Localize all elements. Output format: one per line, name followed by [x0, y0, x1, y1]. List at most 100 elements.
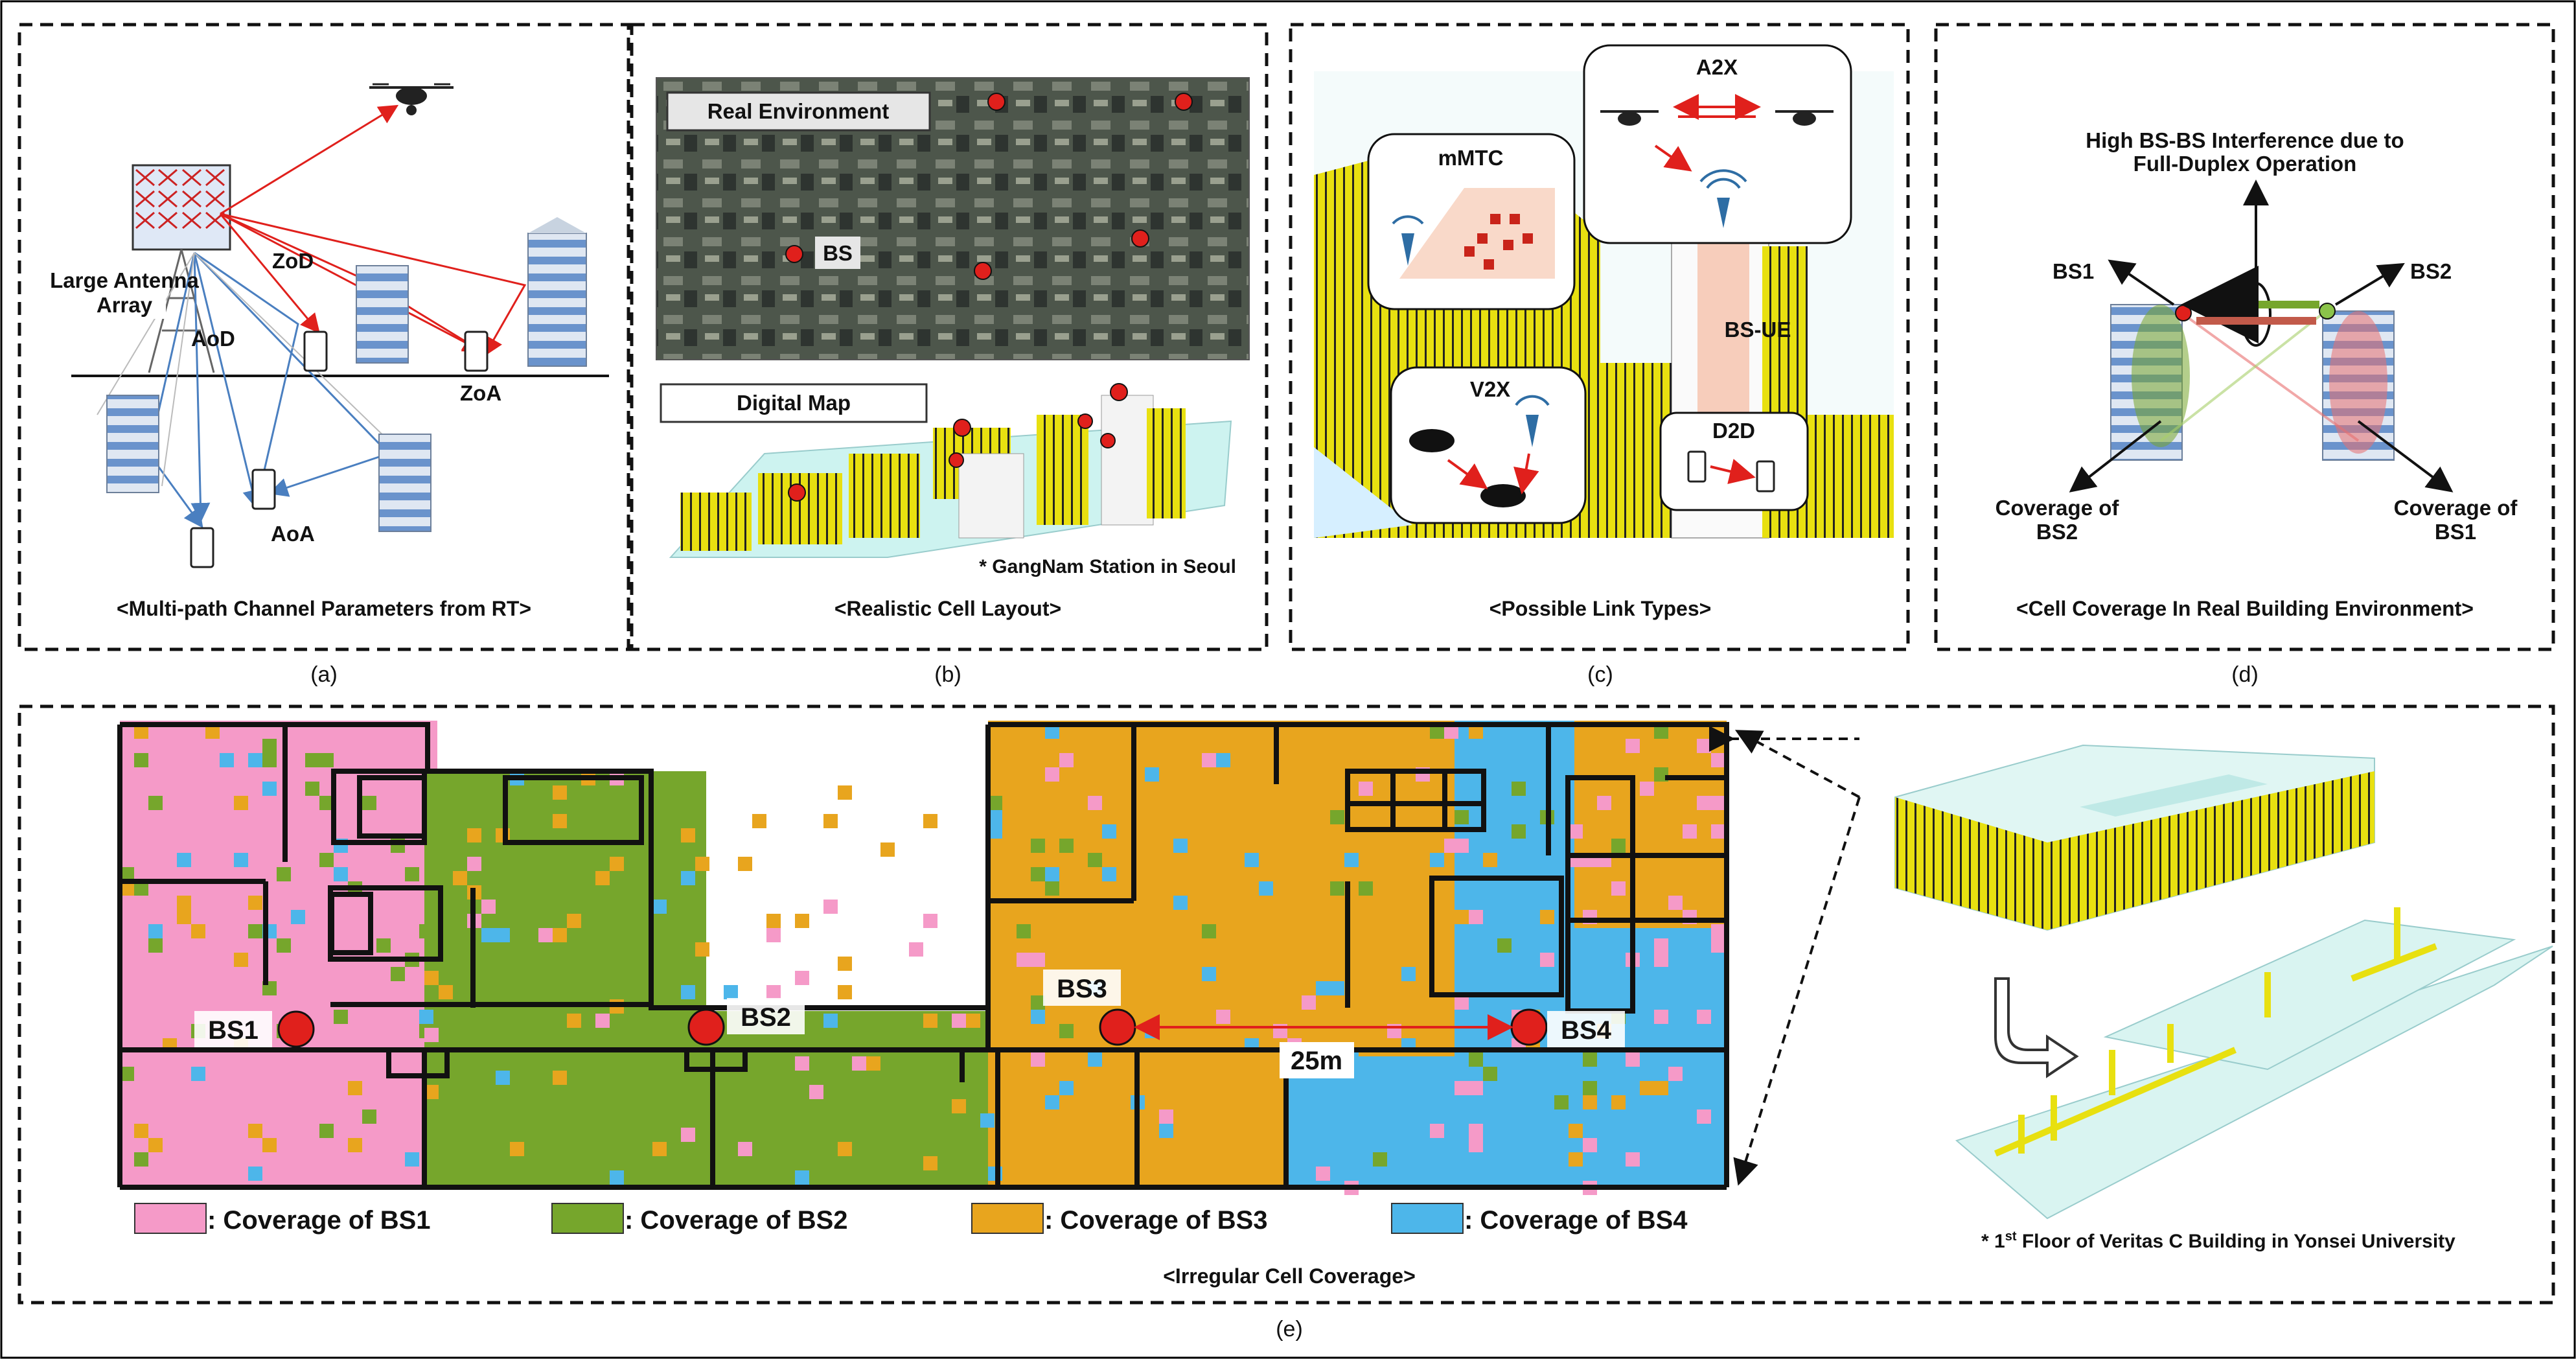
car-icon: [1480, 484, 1526, 507]
caption-a: <Multi-path Channel Parameters from RT>: [117, 597, 531, 620]
coverage-tile: [1045, 725, 1059, 739]
coverage-tile: [1316, 981, 1330, 995]
coverage-tile: [1640, 782, 1654, 796]
coverage-tile: [1554, 1095, 1569, 1109]
coverage-tile: [1202, 967, 1216, 981]
coverage-tile: [795, 1170, 809, 1185]
coverage-tile: [1359, 782, 1373, 796]
coverage-tile: [453, 871, 467, 885]
coverage-tile: [1654, 725, 1668, 739]
coverage-tile: [1444, 725, 1458, 739]
coverage-tile: [1583, 1081, 1597, 1095]
v2x-label: V2X: [1470, 377, 1510, 401]
coverage-tile: [1031, 1052, 1045, 1067]
coverage-tile: [952, 1099, 966, 1113]
coverage-tile: [1330, 981, 1344, 995]
coverage-tile: [681, 1128, 695, 1142]
coverage-tile: [348, 1138, 362, 1152]
coverage-tile: [1088, 853, 1102, 867]
label-c: (c): [1587, 662, 1613, 687]
coverage-tile: [1302, 995, 1316, 1010]
aod-label: AoD: [191, 327, 235, 351]
coverage-tile: [988, 824, 1002, 839]
coverage-tile: [220, 753, 234, 767]
coverage-tile: [1330, 1138, 1344, 1152]
coverage-tile: [1059, 839, 1074, 853]
coverage-tile: [1469, 1081, 1483, 1095]
coverage-tile: [1455, 995, 1469, 1010]
drone-icon: [1775, 110, 1834, 126]
panel-b: Real Environment BS Digital Map * GangNa…: [630, 23, 1269, 651]
coverage-tile: [1626, 1052, 1640, 1067]
note-b: * GangNam Station in Seoul: [979, 556, 1236, 577]
coverage-tile: [1711, 938, 1725, 953]
coverage-tile: [148, 924, 163, 938]
bs1-label-d: BS1: [2053, 259, 2094, 283]
coverage-tile: [1569, 824, 1583, 839]
coverage-tile: [1031, 953, 1045, 967]
coverage-tile: [553, 1071, 567, 1085]
coverage-tile: [1711, 796, 1725, 810]
coverage-tile: [923, 814, 937, 828]
drone-icon: [369, 83, 454, 115]
phone-icon: [1756, 460, 1775, 493]
floor-plan-3d: [1955, 907, 2553, 1220]
coverage-tile: [795, 971, 809, 985]
coverage-tile: [838, 957, 852, 971]
legend-bs4: : Coverage of BS4: [1464, 1206, 1688, 1235]
coverage-tile: [1401, 967, 1416, 981]
coverage-tile: [376, 938, 391, 953]
coverage-tile: [1668, 1067, 1683, 1081]
building-icon: [2110, 304, 2395, 461]
coverage-tile: [1597, 796, 1611, 810]
coverage-tile: [1540, 910, 1554, 924]
coverage-tile: [595, 871, 610, 885]
coverage-tile: [1583, 1052, 1597, 1067]
building-3d: [1894, 744, 2375, 931]
coverage-tile: [1626, 739, 1640, 753]
coverage-tile: [424, 971, 439, 985]
coverage-tile: [966, 1014, 980, 1028]
coverage-tile: [120, 867, 134, 881]
coverage-tile: [248, 753, 262, 767]
coverage-tile: [1359, 881, 1373, 896]
coverage-tile: [362, 796, 376, 810]
caption-b: <Realistic Cell Layout>: [834, 597, 1061, 620]
coverage-tile: [766, 928, 781, 942]
coverage-tile: [1088, 1052, 1102, 1067]
coverage-tile: [205, 725, 220, 739]
coverage-tile: [319, 753, 334, 767]
coverage-tile: [1654, 1081, 1668, 1095]
coverage-tile: [724, 985, 738, 999]
coverage-tile: [120, 1067, 134, 1081]
coverage-tile: [553, 785, 567, 800]
bs-label: BS: [823, 241, 853, 265]
coverage-tile: [134, 1152, 148, 1167]
real-environment-label: Real Environment: [707, 99, 890, 123]
coverage-tile: [980, 1113, 995, 1128]
bs2-label-d: BS2: [2410, 259, 2452, 283]
legend-swatch-bs1: [134, 1203, 207, 1234]
coverage-tile: [248, 924, 262, 938]
coverage-tile: [1583, 1095, 1597, 1109]
coverage-tile: [1059, 1081, 1074, 1095]
coverage-tile: [1430, 1081, 1444, 1095]
coverage-tile: [1683, 824, 1697, 839]
digital-map-label: Digital Map: [737, 391, 851, 415]
coverage-tile: [1330, 881, 1344, 896]
coverage-tile: [923, 1156, 937, 1170]
coverage-tile: [1640, 1081, 1654, 1095]
coverage-tile: [334, 867, 348, 881]
panel-e: BS1 BS2 BS3 BS4 25m : Coverage of BS1 : …: [17, 704, 2555, 1305]
coverage-tile: [134, 881, 148, 896]
coverage-tile: [1045, 767, 1059, 782]
coverage-tile: [1711, 824, 1725, 839]
coverage-tile: [262, 1138, 277, 1152]
coverage-tile: [362, 1109, 376, 1124]
arrow-down-right-icon: [1994, 977, 2079, 1078]
coverage-tile: [1611, 839, 1626, 853]
coverage-tile: [823, 814, 838, 828]
